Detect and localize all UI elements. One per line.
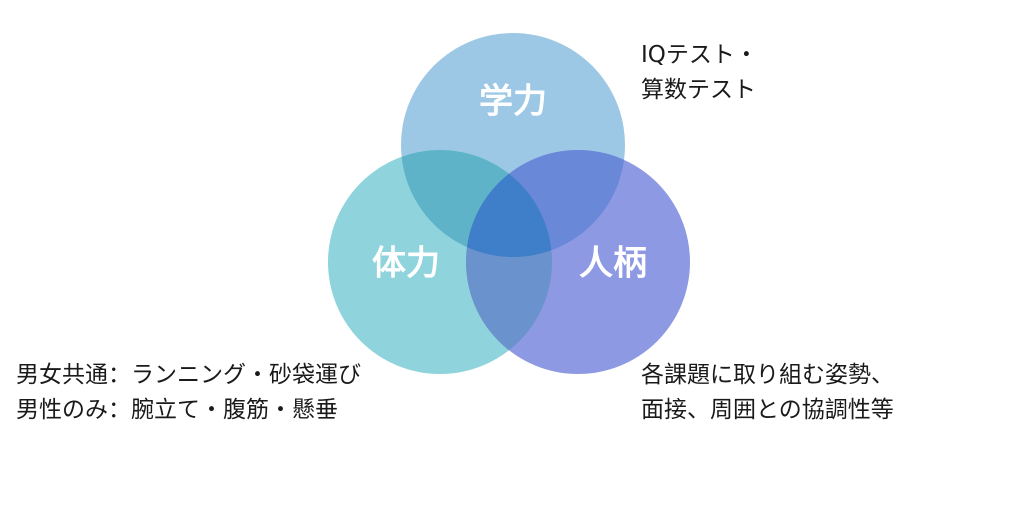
- note-academic: IQテスト・ 算数テスト: [641, 38, 758, 108]
- note-physical-line-1: 男女共通：ランニング・砂袋運び: [16, 362, 361, 388]
- label-academic: 学力: [479, 82, 547, 122]
- label-physical: 体力: [372, 244, 440, 284]
- note-academic-line-2: 算数テスト: [641, 77, 756, 103]
- label-character: 人柄: [579, 244, 647, 284]
- note-physical-line-2: 男性のみ：腕立て・腹筋・懸垂: [16, 397, 338, 423]
- note-character-line-2: 面接、周囲との協調性等: [641, 397, 894, 423]
- note-physical: 男女共通：ランニング・砂袋運び 男性のみ：腕立て・腹筋・懸垂: [16, 358, 361, 428]
- note-character-line-1: 各課題に取り組む姿勢、: [641, 362, 894, 388]
- note-character: 各課題に取り組む姿勢、 面接、周囲との協調性等: [641, 358, 894, 428]
- note-academic-line-1: IQテスト・: [641, 42, 758, 68]
- overlap-all: [466, 150, 552, 257]
